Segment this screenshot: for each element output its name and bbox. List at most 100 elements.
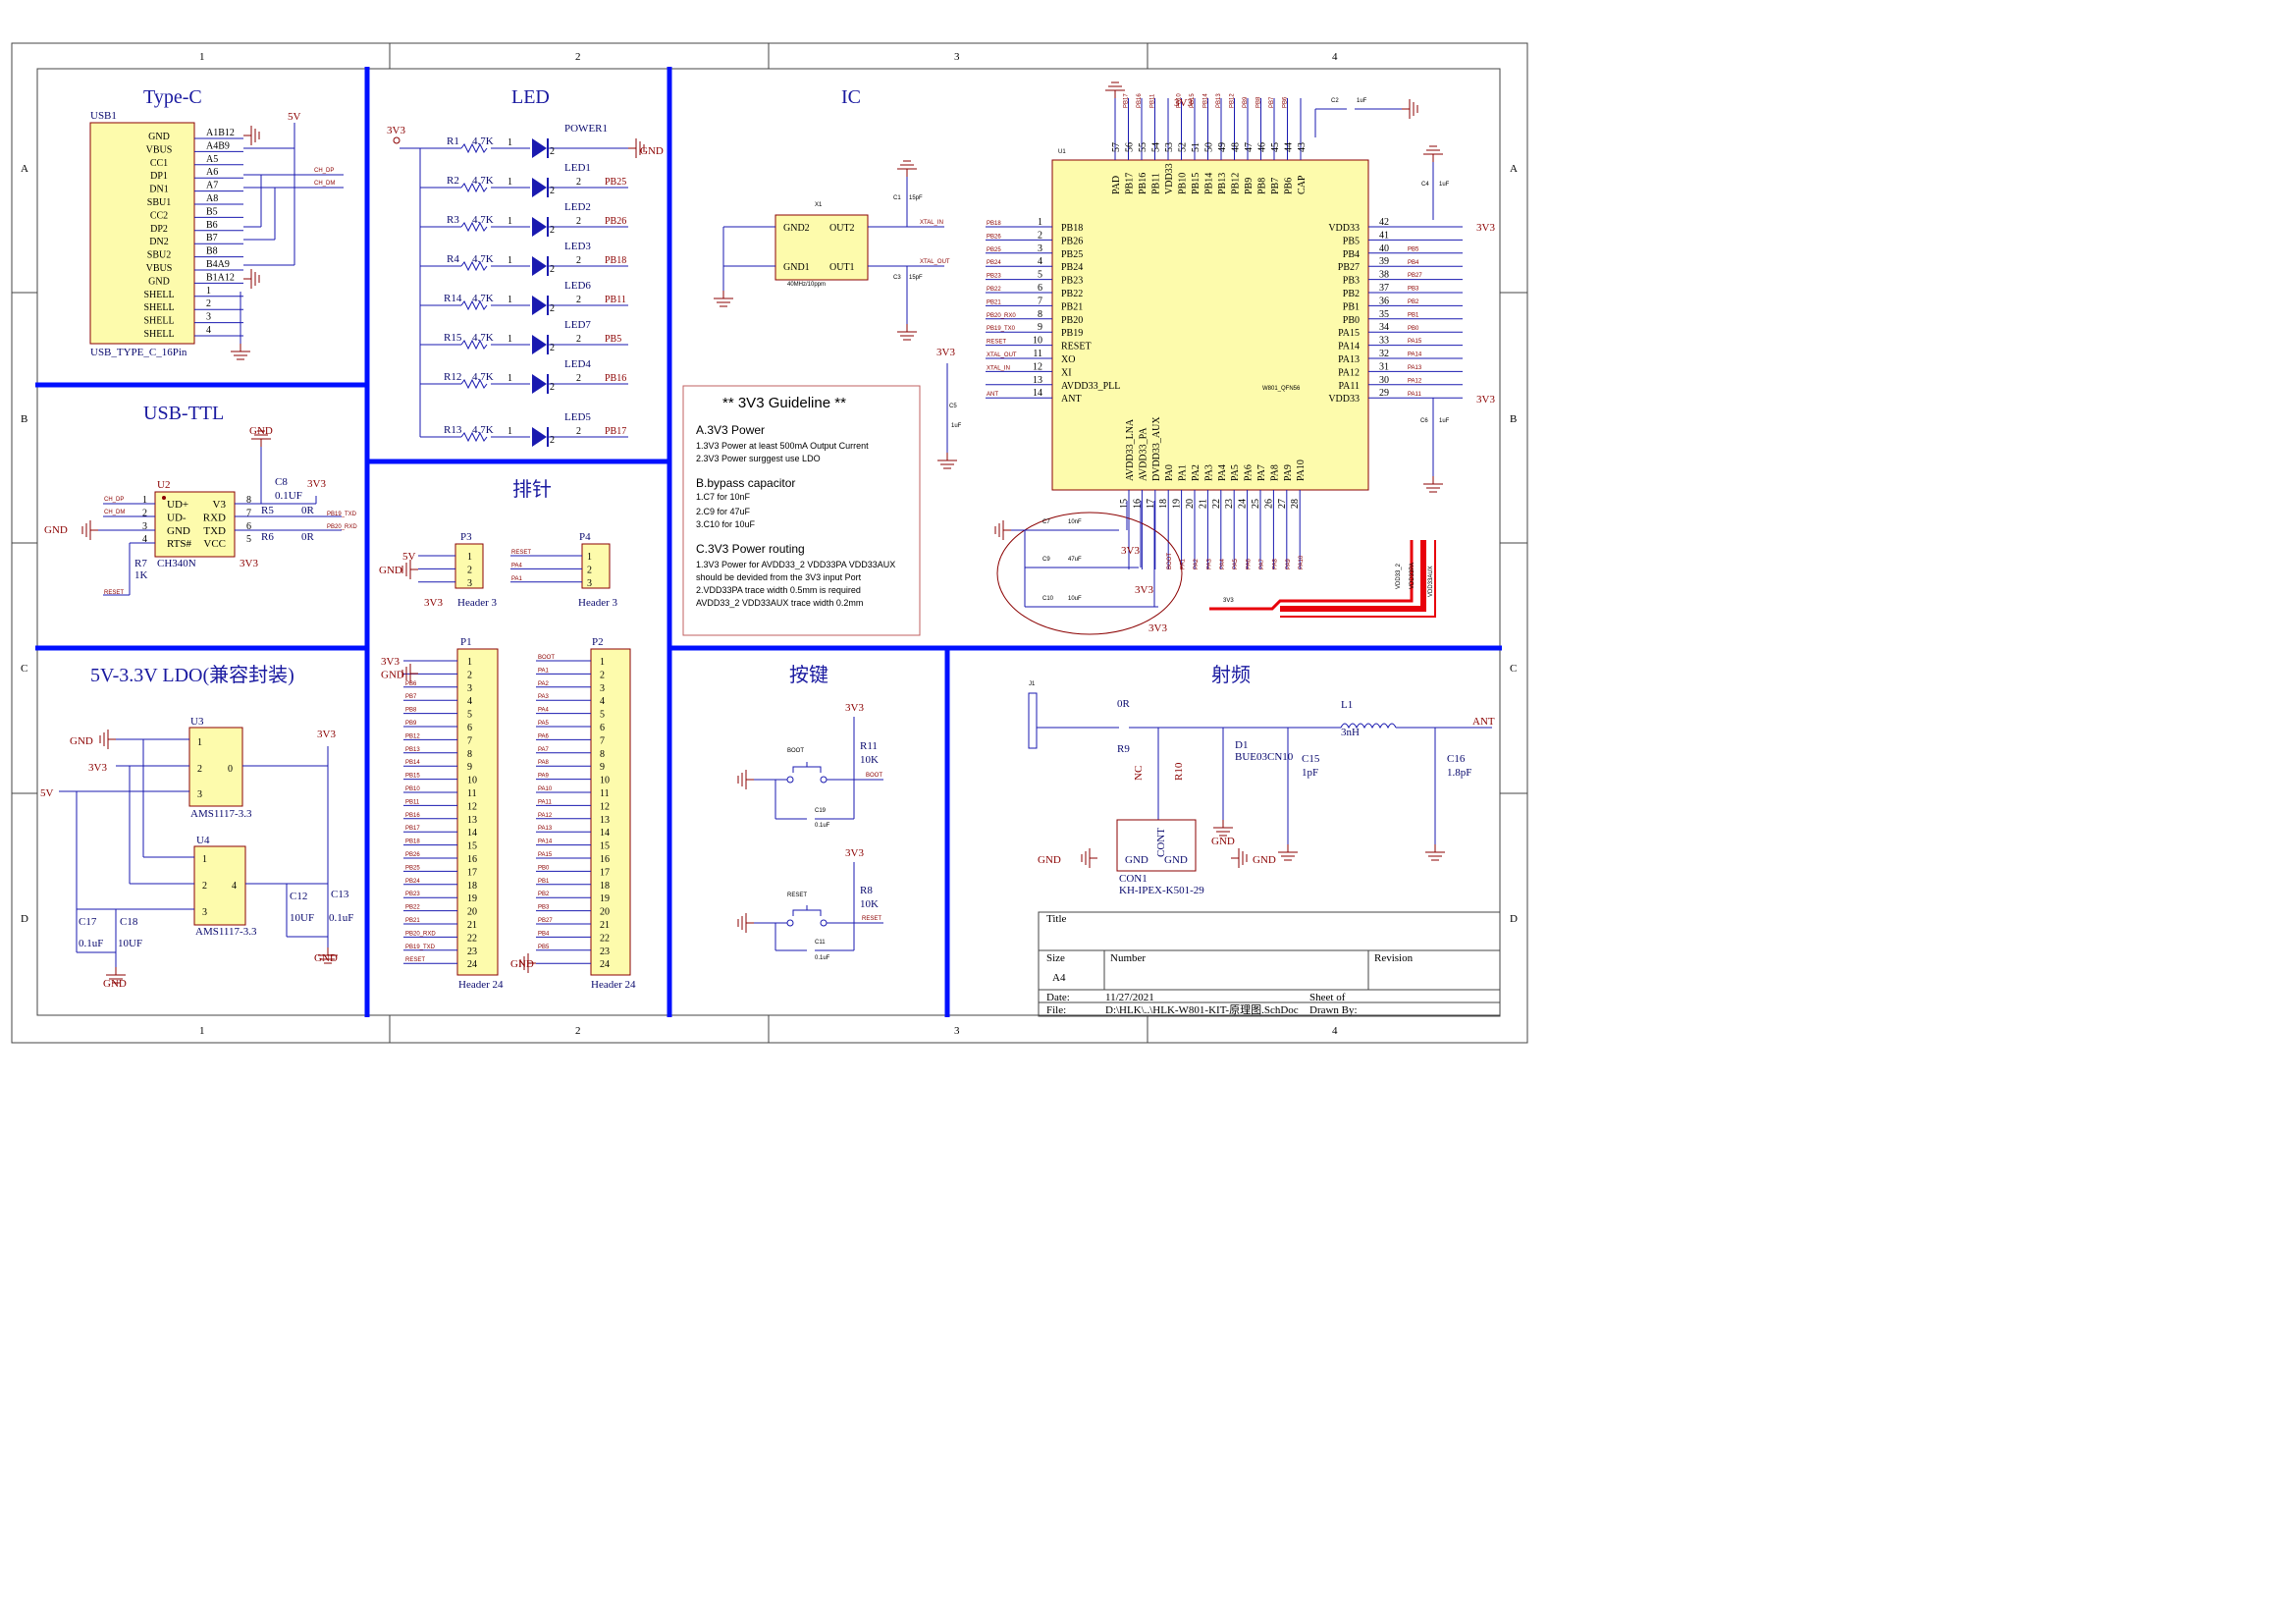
ic-pin-number: 27 — [1277, 499, 1288, 509]
ic-net-label: PB14 — [1203, 93, 1209, 108]
xtal-pin: OUT1 — [829, 262, 855, 273]
col-label: 3 — [954, 1025, 960, 1037]
rf-c15: C15 — [1302, 753, 1320, 765]
header24-net: PB23 — [405, 892, 420, 897]
header24-pin-number: 5 — [600, 710, 605, 721]
ic-pin-name: PB4 — [1343, 249, 1360, 260]
header24-pin-number: 20 — [467, 907, 477, 918]
ic-net-label: PA7 — [1259, 558, 1265, 569]
usbttl-3v3: 3V3 — [307, 478, 326, 490]
ic-pin-name: PA9 — [1283, 464, 1294, 481]
led-supply-port — [393, 136, 400, 144]
usbttl-pin-name: RXD — [203, 512, 226, 523]
typec-pin-number: 1 — [206, 286, 211, 297]
header24-net: PB15 — [405, 774, 420, 780]
ic-pin-number: 57 — [1111, 142, 1122, 152]
guideline-heading: C.3V3 Power routing — [696, 542, 805, 556]
led-resistor-value: 4.7K — [472, 135, 494, 147]
keys-c11: C11 — [815, 940, 826, 946]
ldo-u3-body — [188, 727, 243, 807]
header24-net: PB5 — [538, 945, 550, 950]
usbttl-net: PB20_RXD — [327, 524, 357, 530]
ic-net-label: PB11 — [1150, 93, 1156, 108]
typec-pin-number: 3 — [206, 312, 211, 323]
led-resistor-value: 4.7K — [472, 371, 494, 383]
usbttl-r7-value: 1K — [134, 569, 148, 581]
rf-r9-value: 0R — [1117, 698, 1131, 710]
ic-pin-number: 28 — [1290, 499, 1301, 509]
ic-pin-number: 16 — [1132, 499, 1143, 509]
ic-pin-name: PA11 — [1339, 381, 1361, 392]
xtal-body — [774, 214, 869, 281]
header24-net: PA12 — [538, 813, 553, 819]
header24-pin-number: 24 — [600, 959, 610, 970]
reset-switch-contact — [820, 919, 828, 927]
sheet-frame — [11, 42, 1528, 1044]
usbttl-pin-number: 3 — [142, 521, 147, 532]
guideline-heading: B.bypass capacitor — [696, 476, 795, 490]
xtal-net-out: XTAL_OUT — [920, 259, 950, 265]
ic-pin-name: PB24 — [1061, 262, 1083, 273]
led-diode-icon — [532, 296, 547, 315]
ic-net-label: ANT — [987, 392, 998, 398]
ic-pin-number: 36 — [1379, 296, 1389, 306]
rf-d1-part: BUE03CN10 — [1235, 751, 1294, 763]
ic-pin-number: 17 — [1146, 499, 1156, 509]
rf-j1: J1 — [1029, 681, 1036, 687]
ldo-c12-value: 10UF — [290, 912, 314, 924]
header24-net: PA15 — [538, 852, 553, 858]
ic-net-label: PB24 — [987, 260, 1001, 266]
header24-net: PA10 — [538, 786, 553, 792]
led-ref: LED2 — [564, 201, 591, 213]
ic-pin-number: 53 — [1164, 142, 1175, 152]
typec-pin-number: A4B9 — [206, 140, 230, 151]
route-label: VDD33AUX — [1428, 566, 1434, 597]
led-net-label: PB5 — [605, 334, 621, 345]
ic-pin-number: 23 — [1224, 499, 1235, 509]
ldo-gnd-label: GND — [70, 735, 93, 747]
typec-pin-name: CC1 — [150, 158, 168, 169]
boot-net: BOOT — [866, 773, 882, 779]
ic-pin-number: 44 — [1284, 142, 1295, 152]
title-block: Title Size A4 Number Revision Date: 11/2… — [1038, 911, 1501, 1017]
header3-pin-number: 3 — [587, 578, 592, 589]
resistor — [460, 431, 488, 443]
typec-pin-name: VBUS — [146, 263, 173, 274]
led-resistor-ref: R3 — [447, 214, 459, 226]
section-dividers — [35, 67, 1502, 1017]
ldo-3v3-label: 3V3 — [88, 762, 107, 774]
ic-net-label: PB4 — [1408, 260, 1419, 266]
rf-c15-value: 1pF — [1302, 767, 1318, 779]
header24-pin-number: 21 — [600, 920, 610, 931]
usbttl-wires — [98, 447, 342, 596]
header24-net: PB25 — [405, 865, 420, 871]
header24-pin-number: 20 — [600, 907, 610, 918]
led-pin-number: 1 — [507, 255, 512, 266]
ic-net-label: PA4 — [1220, 558, 1226, 569]
ic-net-label: PB13 — [1216, 93, 1222, 108]
ic-pin-name: PA8 — [1269, 464, 1280, 481]
guideline-line: 2.C9 for 47uF — [696, 507, 751, 516]
ic-part: W801_QFN56 — [1262, 386, 1301, 392]
ic-pin-number: 8 — [1038, 309, 1042, 320]
rf-l1: L1 — [1341, 699, 1353, 711]
header-p2-body — [590, 648, 631, 976]
header24-net: PA11 — [538, 799, 552, 805]
typec-pin-name: GND — [148, 276, 170, 287]
header24-net: PA13 — [538, 826, 553, 832]
ic-net-label: PB1 — [1408, 312, 1419, 318]
ic-pin-number: 24 — [1238, 499, 1249, 509]
header24-pin-number: 11 — [600, 788, 610, 799]
ic-pin-name: XO — [1061, 354, 1075, 365]
rf-gnd: GND — [1038, 854, 1061, 866]
route-label: VDD33PA — [1410, 563, 1415, 589]
ldo-u4-part: AMS1117-3.3 — [195, 926, 257, 938]
header24-pin-number: 7 — [467, 735, 472, 746]
xtal-pin: GND2 — [783, 223, 810, 234]
resistor — [460, 142, 488, 154]
ic-pin-number: 37 — [1379, 283, 1389, 294]
header3-pin-number: 2 — [587, 565, 592, 575]
header24-pin-number: 10 — [600, 776, 610, 786]
